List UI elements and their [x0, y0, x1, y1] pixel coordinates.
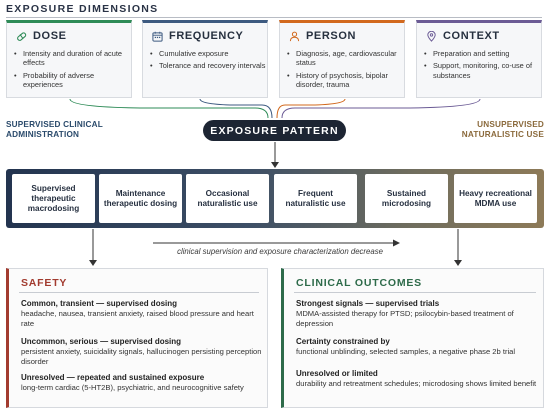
person-title: PERSON — [306, 30, 357, 42]
context-bullet: Support, monitoring, co-use of substance… — [424, 61, 540, 80]
gradient-caption: clinical supervision and exposure charac… — [177, 247, 383, 256]
connector-frequency — [199, 98, 273, 119]
left-down-arrowhead — [89, 260, 97, 266]
safety-divider — [19, 292, 259, 293]
context-title: CONTEXT — [443, 30, 500, 42]
section-body: MDMA-assisted therapy for PTSD; psilocyb… — [296, 309, 514, 328]
title-divider — [6, 17, 542, 18]
diagram-title: EXPOSURE DIMENSIONS — [6, 3, 159, 15]
safety-section: Uncommon, serious — supervised dosing pe… — [21, 337, 269, 366]
dose-title: DOSE — [33, 30, 67, 42]
calendar-icon — [152, 31, 163, 42]
person-bullet: History of psychosis, bipolar disorder, … — [287, 71, 403, 90]
supervised-label: SUPERVISED CLINICAL ADMINISTRATION — [6, 120, 103, 139]
pattern-box: Heavy recreational MDMA use — [454, 174, 537, 223]
section-heading: Strongest signals — supervised trials — [296, 299, 440, 308]
frequency-card: FREQUENCY Cumulative exposure Tolerance … — [142, 20, 268, 98]
pattern-box: Frequent naturalistic use — [274, 174, 357, 223]
frequency-title: FREQUENCY — [169, 30, 244, 42]
gradient-arrowhead — [393, 239, 400, 247]
safety-section: Common, transient — supervised dosing he… — [21, 299, 269, 328]
frequency-bullet: Tolerance and recovery intervals — [150, 61, 266, 71]
person-card: PERSON Diagnosis, age, cardiovascular st… — [279, 20, 405, 98]
frequency-bullet: Cumulative exposure — [150, 49, 266, 59]
outcomes-panel: CLINICAL OUTCOMES Strongest signals — su… — [281, 268, 544, 408]
person-bullet: Diagnosis, age, cardiovascular status — [287, 49, 403, 68]
outcomes-section: Unresolved or limited durability and ret… — [296, 369, 544, 389]
context-card: CONTEXT Preparation and setting Support,… — [416, 20, 542, 98]
section-body: durability and retreatment schedules; mi… — [296, 379, 537, 388]
outcomes-section: Strongest signals — supervised trials MD… — [296, 299, 544, 328]
section-heading: Common, transient — supervised dosing — [21, 299, 178, 308]
pattern-box: Maintenance therapeutic dosing — [99, 174, 182, 223]
section-heading: Unresolved — repeated and sustained expo… — [21, 373, 205, 382]
section-body: functional unblinding, selected samples,… — [296, 347, 516, 356]
section-body: persistent anxiety, suicidality signals,… — [21, 347, 262, 366]
unsupervised-label: UNSUPERVISED NATURALISTIC USE — [461, 120, 544, 139]
right-down-arrowhead — [454, 260, 462, 266]
connector-context — [281, 98, 481, 119]
section-heading: Unresolved or limited — [296, 369, 378, 378]
outcomes-title: CLINICAL OUTCOMES — [296, 277, 422, 289]
safety-title: SAFETY — [21, 277, 68, 289]
outcomes-divider — [294, 292, 536, 293]
safety-panel: SAFETY Common, transient — supervised do… — [6, 268, 268, 408]
dose-bullet: Probability of adverse experiences — [14, 71, 130, 90]
pattern-box: Occasional naturalistic use — [186, 174, 269, 223]
location-pin-icon — [427, 30, 436, 42]
pattern-box: Sustained microdosing — [365, 174, 448, 223]
pill-to-band-arrowhead — [271, 162, 279, 168]
context-bullet: Preparation and setting — [424, 49, 540, 59]
pattern-box: Supervised therapeutic macrodosing — [12, 174, 95, 223]
section-body: headache, nausea, transient anxiety, rai… — [21, 309, 254, 328]
section-body: long-term cardiac (5-HT2B), psychiatric,… — [21, 383, 244, 392]
exposure-pattern-pill: EXPOSURE PATTERN — [203, 120, 346, 141]
dose-card: DOSE Intensity and duration of acute eff… — [6, 20, 132, 98]
dose-bullet: Intensity and duration of acute effects — [14, 49, 130, 68]
section-heading: Certainty constrained by — [296, 337, 390, 346]
outcomes-section: Certainty constrained by functional unbl… — [296, 337, 544, 357]
connector-dose — [69, 98, 269, 119]
pill-icon — [17, 31, 27, 41]
section-heading: Uncommon, serious — supervised dosing — [21, 337, 182, 346]
connector-person — [276, 98, 346, 119]
person-icon — [289, 31, 300, 41]
safety-section: Unresolved — repeated and sustained expo… — [21, 373, 269, 393]
